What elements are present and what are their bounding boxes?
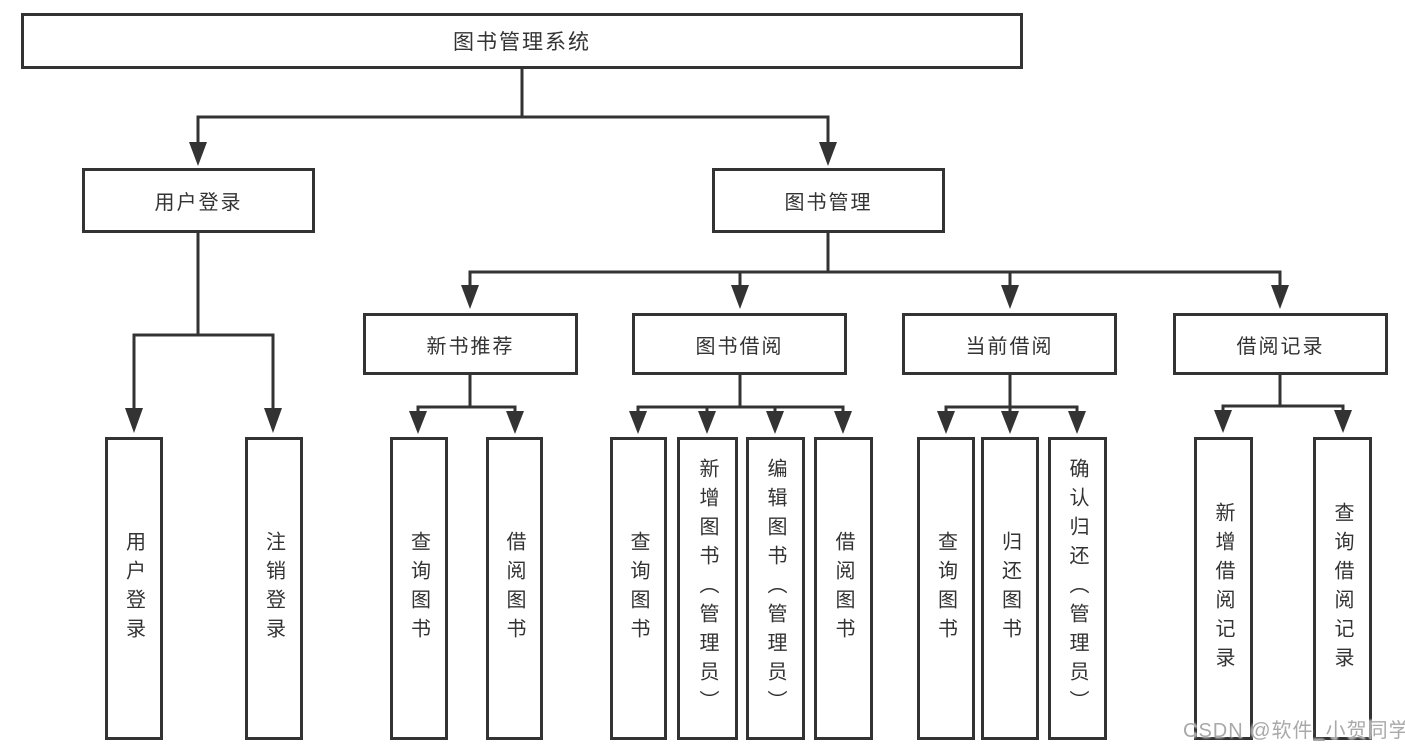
leaf-logout: 注销登录: [245, 437, 303, 740]
leaf-query-borrow-record-label: 查询借阅记录: [1331, 501, 1353, 676]
leaf-query-books-borrow-label: 查询图书: [627, 530, 649, 647]
node-new-book-recommend-label: 新书推荐: [426, 335, 515, 358]
node-borrow-records-label: 借阅记录: [1236, 335, 1325, 358]
leaf-user-login-label: 用户登录: [122, 530, 145, 647]
leaf-borrow-books-recommend-label: 借阅图书: [503, 530, 525, 647]
leaf-confirm-return-admin: 确认归还（管理员）: [1048, 437, 1107, 740]
connector-user-login-children: [125, 233, 282, 433]
leaf-add-borrow-record-label: 新增借阅记录: [1212, 501, 1234, 676]
node-borrow-records: 借阅记录: [1173, 313, 1388, 375]
leaf-return-books: 归还图书: [981, 437, 1039, 740]
leaf-add-books-admin: 新增图书（管理员）: [677, 437, 738, 740]
leaf-query-books-current-label: 查询图书: [934, 530, 957, 647]
connector-book-management-children: [461, 233, 1289, 309]
node-book-borrow: 图书借阅: [632, 313, 847, 375]
leaf-borrow-books-label: 借阅图书: [832, 530, 854, 647]
leaf-edit-books-admin-label: 编辑图书（管理员）: [764, 458, 786, 719]
connector-current-borrow-children: [937, 375, 1086, 434]
leaf-borrow-books-recommend: 借阅图书: [486, 437, 543, 740]
leaf-query-books-borrow: 查询图书: [610, 437, 667, 740]
node-book-management-label: 图书管理: [784, 192, 873, 214]
leaf-add-books-admin-label: 新增图书（管理员）: [696, 458, 718, 719]
node-current-borrow-label: 当前借阅: [965, 335, 1054, 358]
connector-new-book-recommend-children: [409, 375, 524, 434]
node-book-borrow-label: 图书借阅: [695, 335, 784, 358]
leaf-borrow-books: 借阅图书: [814, 437, 873, 740]
node-current-borrow: 当前借阅: [902, 313, 1117, 375]
node-user-login-label: 用户登录: [154, 192, 243, 214]
leaf-query-books-recommend-label: 查询图书: [407, 530, 430, 647]
leaf-return-books-label: 归还图书: [998, 530, 1021, 647]
node-book-management: 图书管理: [712, 168, 945, 233]
connector-root-to-level1: [189, 69, 837, 166]
leaf-query-books-current: 查询图书: [917, 437, 975, 740]
leaf-logout-label: 注销登录: [262, 530, 285, 647]
leaf-user-login: 用户登录: [105, 437, 163, 740]
leaf-query-books-recommend: 查询图书: [390, 437, 448, 740]
leaf-confirm-return-admin-label: 确认归还（管理员）: [1066, 458, 1088, 719]
csdn-watermark: CSDN @软件_小贺同学: [1183, 720, 1405, 742]
connector-borrow-records-children: [1214, 375, 1352, 433]
leaf-query-borrow-record: 查询借阅记录: [1313, 437, 1372, 740]
node-user-login: 用户登录: [82, 168, 315, 233]
node-library-system-label: 图书管理系统: [453, 31, 591, 54]
connector-book-borrow-children: [629, 375, 852, 434]
node-new-book-recommend: 新书推荐: [363, 313, 578, 375]
leaf-add-borrow-record: 新增借阅记录: [1194, 437, 1253, 740]
node-library-system: 图书管理系统: [21, 13, 1023, 69]
leaf-edit-books-admin: 编辑图书（管理员）: [746, 437, 805, 740]
